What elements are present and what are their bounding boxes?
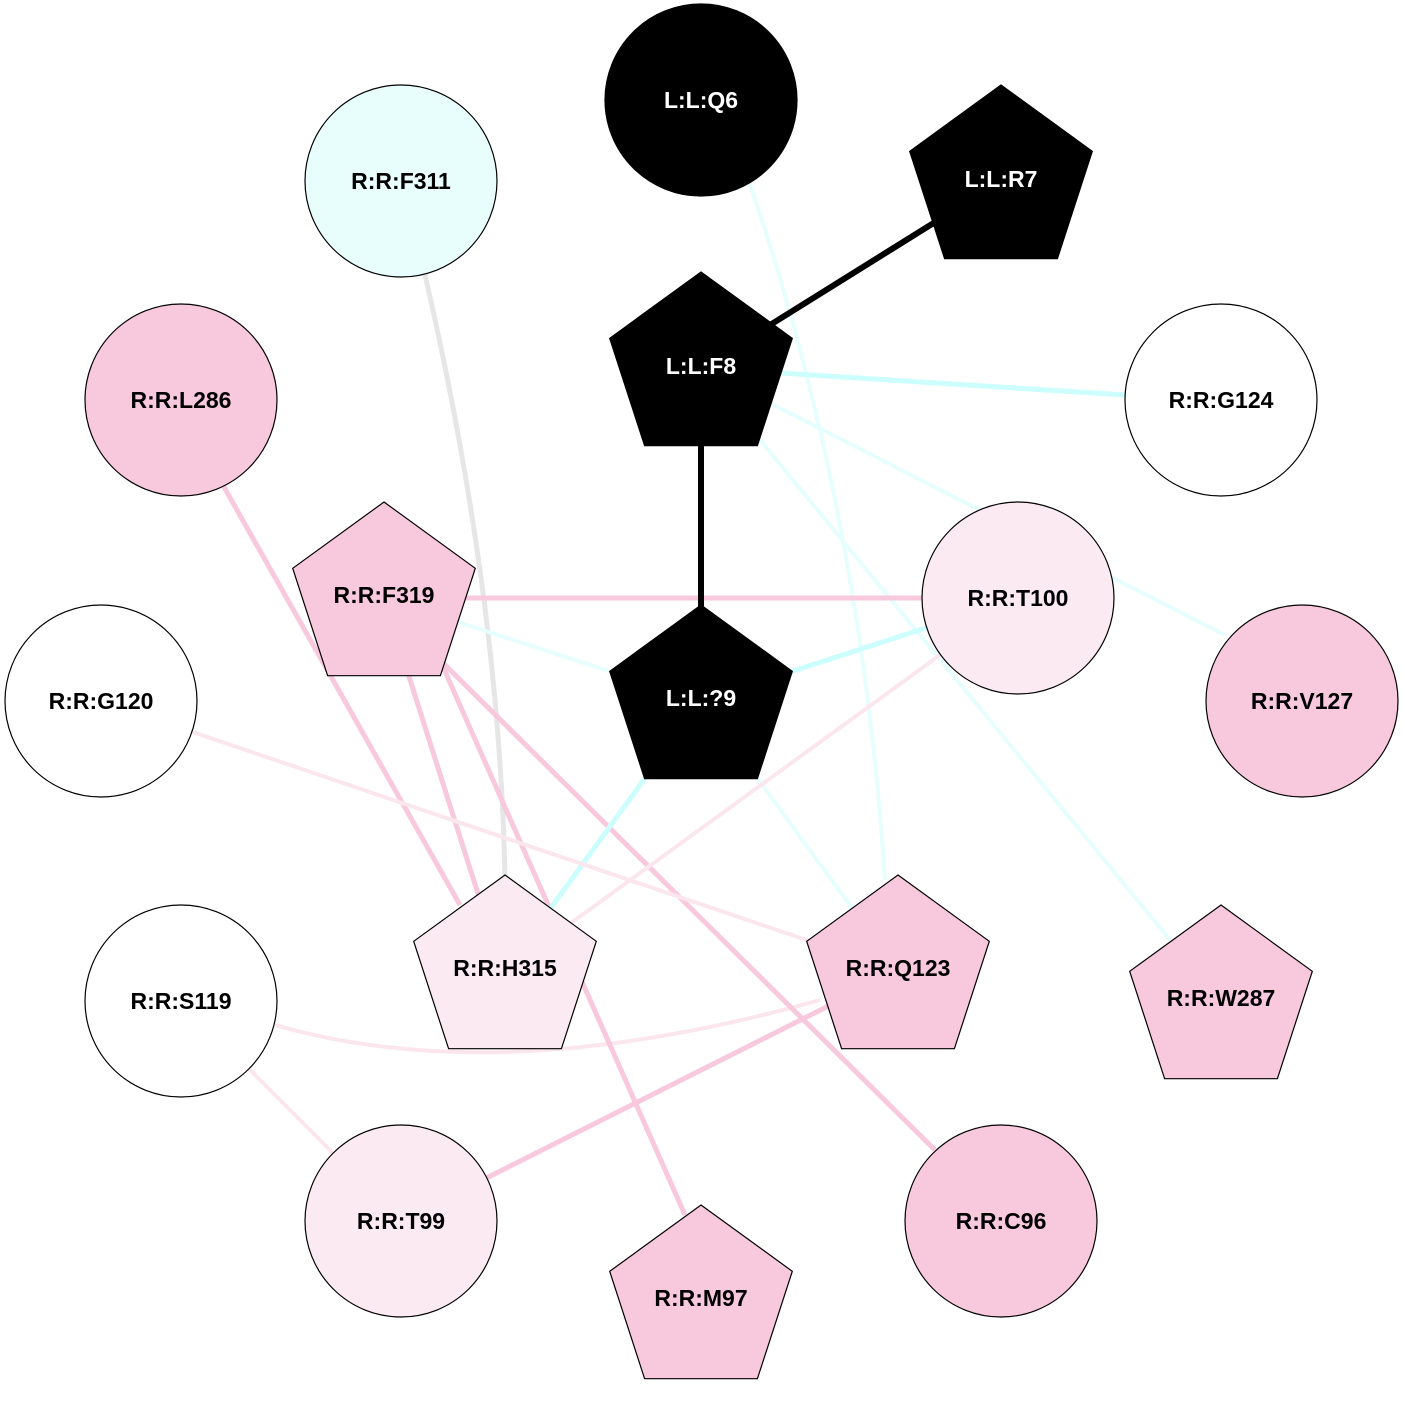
node-F311[interactable]: R:R:F311 [304,84,498,278]
node-Q6[interactable]: L:L:Q6 [604,3,798,197]
node-S119[interactable]: R:R:S119 [84,904,278,1098]
node-label: R:R:S119 [131,988,232,1014]
node-F8[interactable]: L:L:F8 [608,271,794,447]
edge-F8-V127 [700,366,1226,637]
node-label: L:L:F8 [666,353,736,379]
node-G120[interactable]: R:R:G120 [4,604,198,798]
node-T100[interactable]: R:R:T100 [921,501,1115,695]
edge-Q6-Q123 [743,169,887,881]
node-W287[interactable]: R:R:W287 [1128,904,1314,1080]
node-label: R:R:G120 [49,688,154,714]
nodes: L:L:Q6 L:L:R7 L:L:F8 L:L:?9 R:R:F311 R:R… [4,3,1399,1380]
node-label: R:R:W287 [1167,985,1276,1011]
node-L286[interactable]: R:R:L286 [84,303,278,497]
node-label: L:L:R7 [965,166,1038,192]
node-G124[interactable]: R:R:G124 [1124,303,1318,497]
edge-G120-Q123 [100,699,899,973]
edge-F319-C96 [438,658,937,1152]
node-label: L:L:?9 [666,685,736,711]
edge-L286-H315 [217,478,463,907]
node-label: R:R:T99 [357,1208,445,1234]
node-label: R:R:L286 [131,387,232,413]
node-label: R:R:T100 [968,585,1069,611]
node-H315[interactable]: R:R:H315 [412,874,598,1050]
node-label: R:R:G124 [1169,387,1274,413]
node-L9[interactable]: L:L:?9 [608,604,794,780]
node-label: R:R:C96 [956,1208,1047,1234]
edge-S119-Q123 [274,998,821,1055]
node-T99[interactable]: R:R:T99 [304,1124,498,1318]
node-label: R:R:H315 [453,955,557,981]
node-C96[interactable]: R:R:C96 [904,1124,1098,1318]
node-label: R:R:F311 [351,168,451,194]
node-label: L:L:Q6 [664,87,738,113]
node-label: R:R:Q123 [846,955,951,981]
node-label: R:R:M97 [654,1285,747,1311]
node-R7[interactable]: L:L:R7 [908,84,1094,260]
edge-F8-W287 [699,366,1172,942]
node-Q123[interactable]: R:R:Q123 [805,874,991,1050]
node-V127[interactable]: R:R:V127 [1205,604,1399,798]
edge-T100-H315 [503,653,942,973]
node-label: R:R:V127 [1251,688,1353,714]
node-M97[interactable]: R:R:M97 [608,1204,794,1380]
node-F319[interactable]: R:R:F319 [291,501,477,677]
node-label: R:R:F319 [334,582,435,608]
